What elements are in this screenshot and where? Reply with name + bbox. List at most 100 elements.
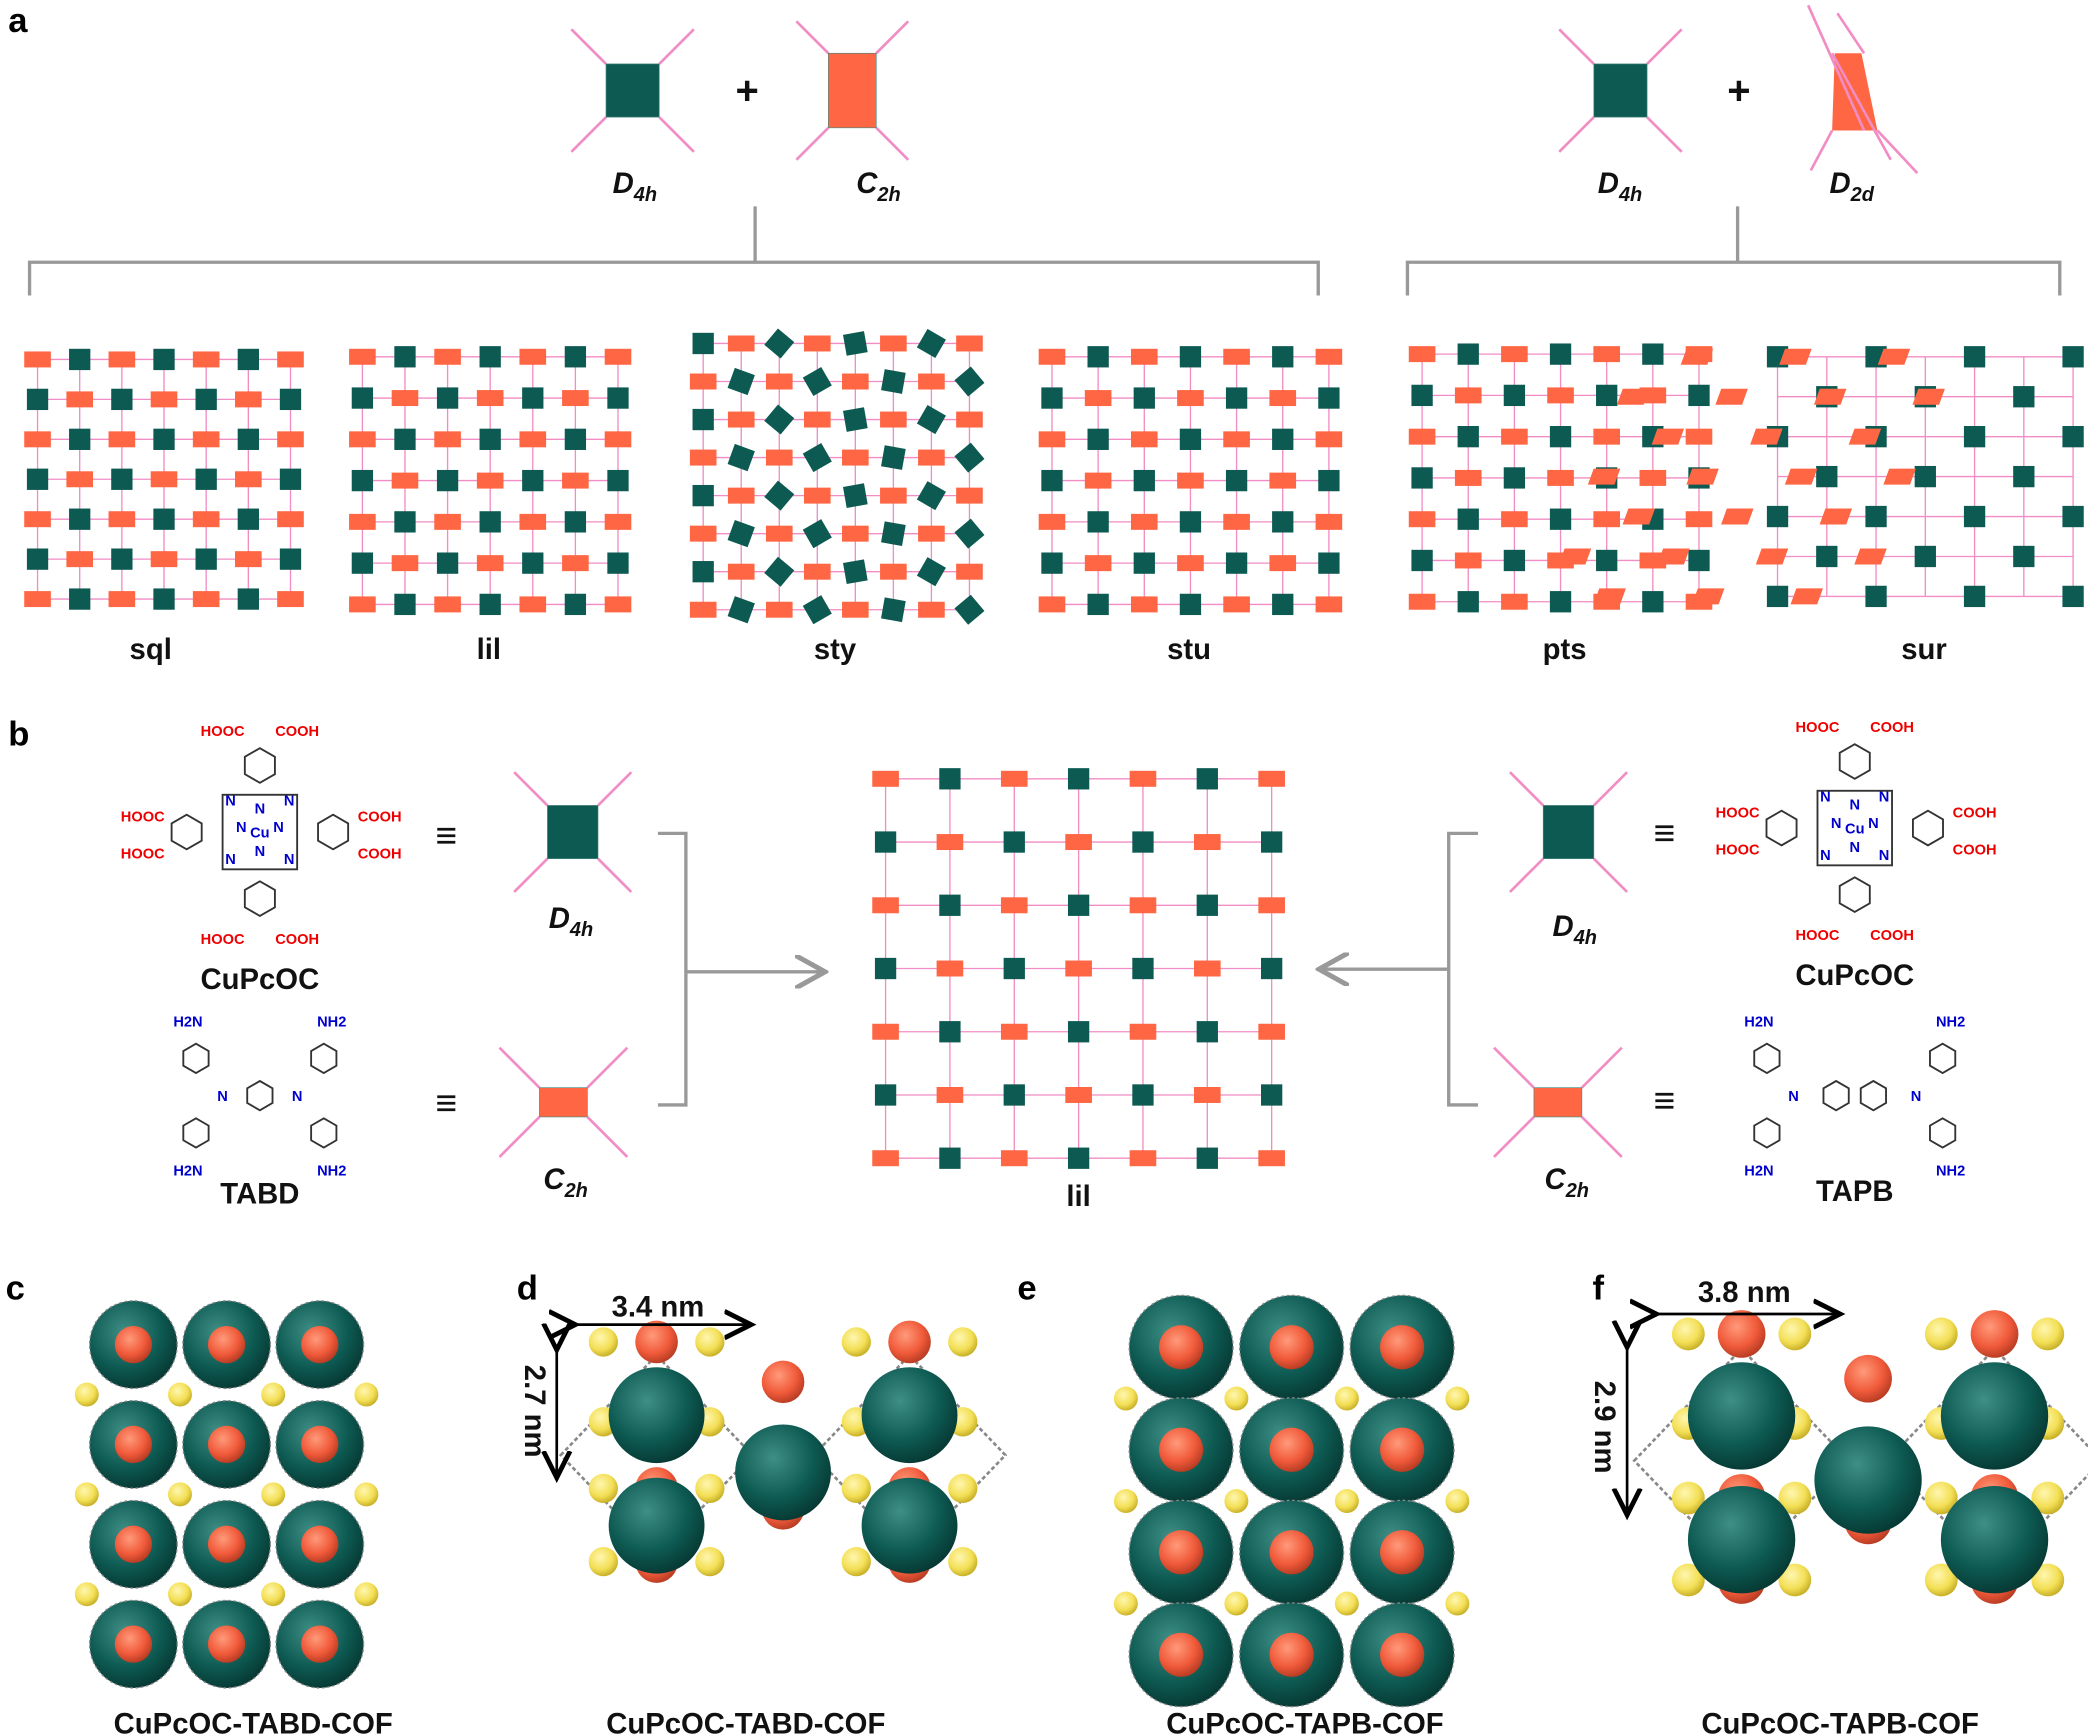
teal-node	[2062, 505, 2084, 528]
teal-node	[1963, 426, 1986, 448]
d4h-node	[513, 771, 633, 893]
orange-node	[872, 897, 899, 914]
benzene-ring	[243, 747, 276, 784]
orange-node	[604, 431, 632, 448]
teal-node	[1132, 957, 1154, 980]
orange-pore-sphere	[1159, 1530, 1204, 1575]
orange-pore-sphere	[207, 1625, 246, 1663]
teal-node	[1067, 1021, 1090, 1043]
teal-node	[69, 588, 91, 610]
orange-pore-sphere	[1380, 1530, 1425, 1575]
net-label-sty: sty	[814, 633, 857, 666]
panel-label-d: d	[517, 1269, 538, 1307]
linker-arm	[1558, 28, 1595, 65]
orange-node	[1038, 348, 1066, 365]
orange-node	[349, 513, 376, 530]
orange-node	[1000, 897, 1028, 914]
teal-node	[279, 468, 302, 490]
yellow-pore-sphere	[588, 1546, 618, 1577]
teal-node	[954, 366, 985, 397]
teal-node	[2013, 465, 2035, 488]
cu-atom: Cu	[1845, 821, 1865, 837]
net-lil	[349, 346, 632, 616]
orange-pore-sphere	[301, 1525, 339, 1563]
yellow-pore-sphere	[354, 1582, 379, 1607]
teal-node	[764, 480, 795, 511]
linker-arm	[586, 1046, 629, 1089]
linker-block	[547, 805, 599, 860]
orange-node	[192, 511, 220, 528]
benzene-ring	[1838, 876, 1871, 914]
orange-node	[66, 471, 94, 488]
yellow-pore-sphere	[1334, 1489, 1359, 1514]
yellow-pore-sphere	[168, 1382, 192, 1407]
linker-arm	[1646, 116, 1683, 153]
orange-node	[727, 563, 755, 580]
teal-node	[939, 1021, 961, 1043]
teal-node	[692, 332, 714, 355]
teal-node	[1549, 591, 1572, 613]
teal-node	[1596, 549, 1618, 572]
net-label-sur: sur	[1901, 633, 1947, 666]
teal-node	[69, 348, 91, 371]
pore-view-f	[1632, 1310, 2088, 1604]
orange-node	[689, 373, 717, 390]
amine-group: H2N	[1744, 1014, 1773, 1030]
teal-node	[881, 521, 906, 546]
orange-pore-sphere	[207, 1525, 246, 1563]
teal-node	[939, 1147, 961, 1169]
teal-node	[1549, 426, 1572, 448]
linker-arm	[1592, 771, 1629, 807]
orange-node	[349, 431, 376, 448]
teal-node	[1087, 346, 1109, 368]
orange-node	[1084, 555, 1112, 572]
orange-node	[936, 960, 964, 977]
linker-arm	[1580, 1116, 1623, 1158]
cooh-group: COOH	[275, 932, 319, 948]
orange-node	[476, 555, 504, 572]
teal-node	[195, 468, 217, 490]
orange-node	[66, 391, 94, 408]
yellow-pore-sphere	[1334, 1386, 1359, 1411]
teal-node	[874, 957, 897, 980]
orange-node	[519, 348, 547, 365]
yellow-pore-sphere	[695, 1546, 725, 1577]
teal-node	[1133, 469, 1155, 492]
yellow-pore-sphere	[74, 1482, 99, 1507]
teal-node	[1196, 894, 1218, 916]
teal-pore-sphere	[1814, 1426, 1922, 1534]
cooh-group: COOH	[1870, 928, 1914, 944]
teal-node	[153, 588, 175, 610]
panel-label-f: f	[1592, 1269, 1604, 1307]
teal-node	[1318, 552, 1340, 574]
orange-pore-sphere	[1159, 1427, 1204, 1472]
teal-node	[842, 331, 868, 356]
d4h-node	[570, 28, 695, 153]
orange-node	[918, 449, 945, 466]
orange-node	[150, 391, 178, 408]
benzene-ring	[170, 813, 203, 851]
yellow-pore-sphere	[1778, 1317, 1812, 1351]
orange-node	[1315, 596, 1343, 613]
orange-node	[1593, 588, 1626, 605]
orange-node	[1065, 1086, 1092, 1103]
teal-node	[727, 367, 755, 396]
teal-node	[479, 428, 501, 450]
orange-node	[1547, 387, 1574, 404]
orange-pore-sphere	[1159, 1325, 1204, 1370]
n-atom: N	[284, 793, 295, 809]
orange-node	[391, 555, 419, 572]
teal-node	[1132, 831, 1154, 853]
orange-node	[1177, 472, 1204, 489]
orange-node	[1501, 593, 1528, 610]
orange-node	[604, 596, 632, 613]
orange-node	[277, 351, 304, 368]
teal-node	[195, 548, 217, 570]
benzene-ring	[182, 1117, 210, 1149]
orange-node	[24, 511, 51, 528]
orange-pore-sphere	[114, 1425, 153, 1464]
molecule-name-cupcoc: CuPcOC	[201, 963, 320, 996]
orange-pore-sphere	[761, 1360, 805, 1404]
